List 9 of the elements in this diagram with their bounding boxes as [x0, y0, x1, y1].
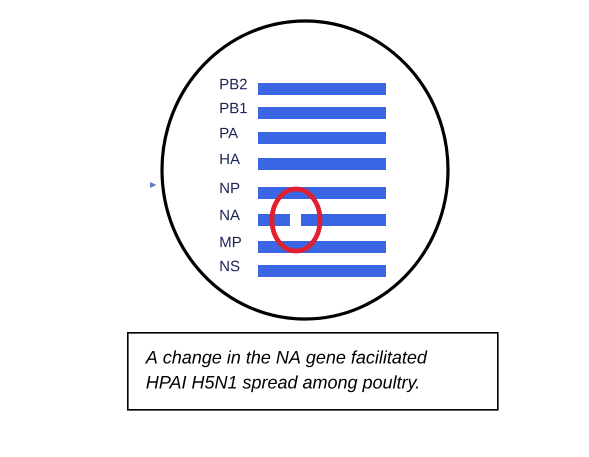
gene-label: PB2	[220, 78, 247, 90]
gene-label: NP	[220, 182, 240, 194]
caption-box: A change in the NA gene facilitated HPAI H5N1 spread among poultry.	[127, 332, 499, 411]
gene-label: PA	[220, 128, 238, 138]
gene-label: NA	[220, 210, 240, 220]
gene-label: PB1	[220, 102, 247, 114]
gene-label: MP	[220, 236, 241, 248]
gene-label: HA	[220, 154, 240, 164]
gene-label: NS	[220, 260, 240, 272]
